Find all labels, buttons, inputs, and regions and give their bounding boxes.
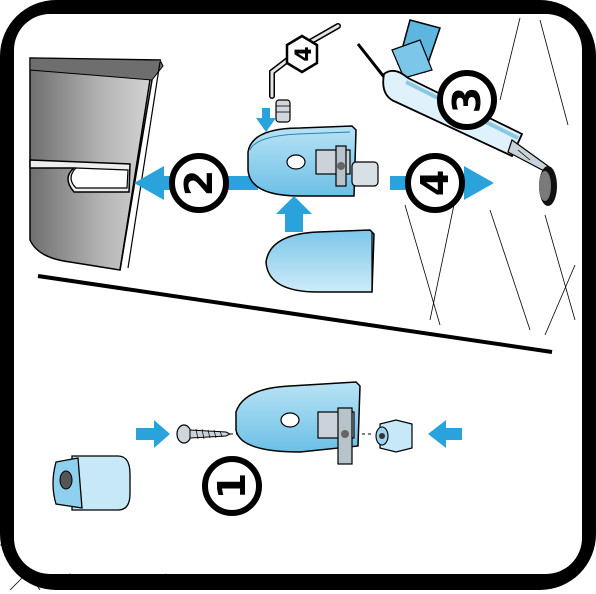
step-3-label: 3 — [445, 87, 489, 113]
divider-line — [37, 274, 553, 354]
end-cap-right — [375, 419, 413, 453]
door-panel — [29, 57, 164, 271]
bracket-bottom — [235, 381, 361, 465]
step-1-label: 1 — [210, 473, 254, 499]
end-cap-left — [52, 455, 131, 511]
step-3-badge: 3 — [437, 70, 497, 130]
step-2-label: 2 — [177, 170, 221, 196]
screw-icon — [275, 99, 291, 123]
step-4-arrow-label: 4 — [413, 170, 457, 196]
arrow-in-right — [428, 420, 462, 448]
step-2-badge: 2 — [169, 153, 229, 213]
cover-cap-top — [265, 229, 375, 293]
bottom-scribble — [9, 571, 223, 591]
hex-key-icon: 4 — [269, 23, 341, 99]
step-1-badge: 1 — [202, 456, 262, 516]
step-4-hex-label: 4 — [292, 46, 317, 61]
small-down-arrow — [256, 108, 276, 132]
step-4-badge: 4 — [405, 153, 465, 213]
bracket-top — [247, 125, 379, 197]
screw-bottom — [176, 424, 232, 444]
arrow-in-left — [136, 420, 170, 448]
up-arrow — [276, 196, 312, 232]
sketch-lines — [0, 387, 14, 546]
glass-panel-lines — [404, 17, 576, 336]
